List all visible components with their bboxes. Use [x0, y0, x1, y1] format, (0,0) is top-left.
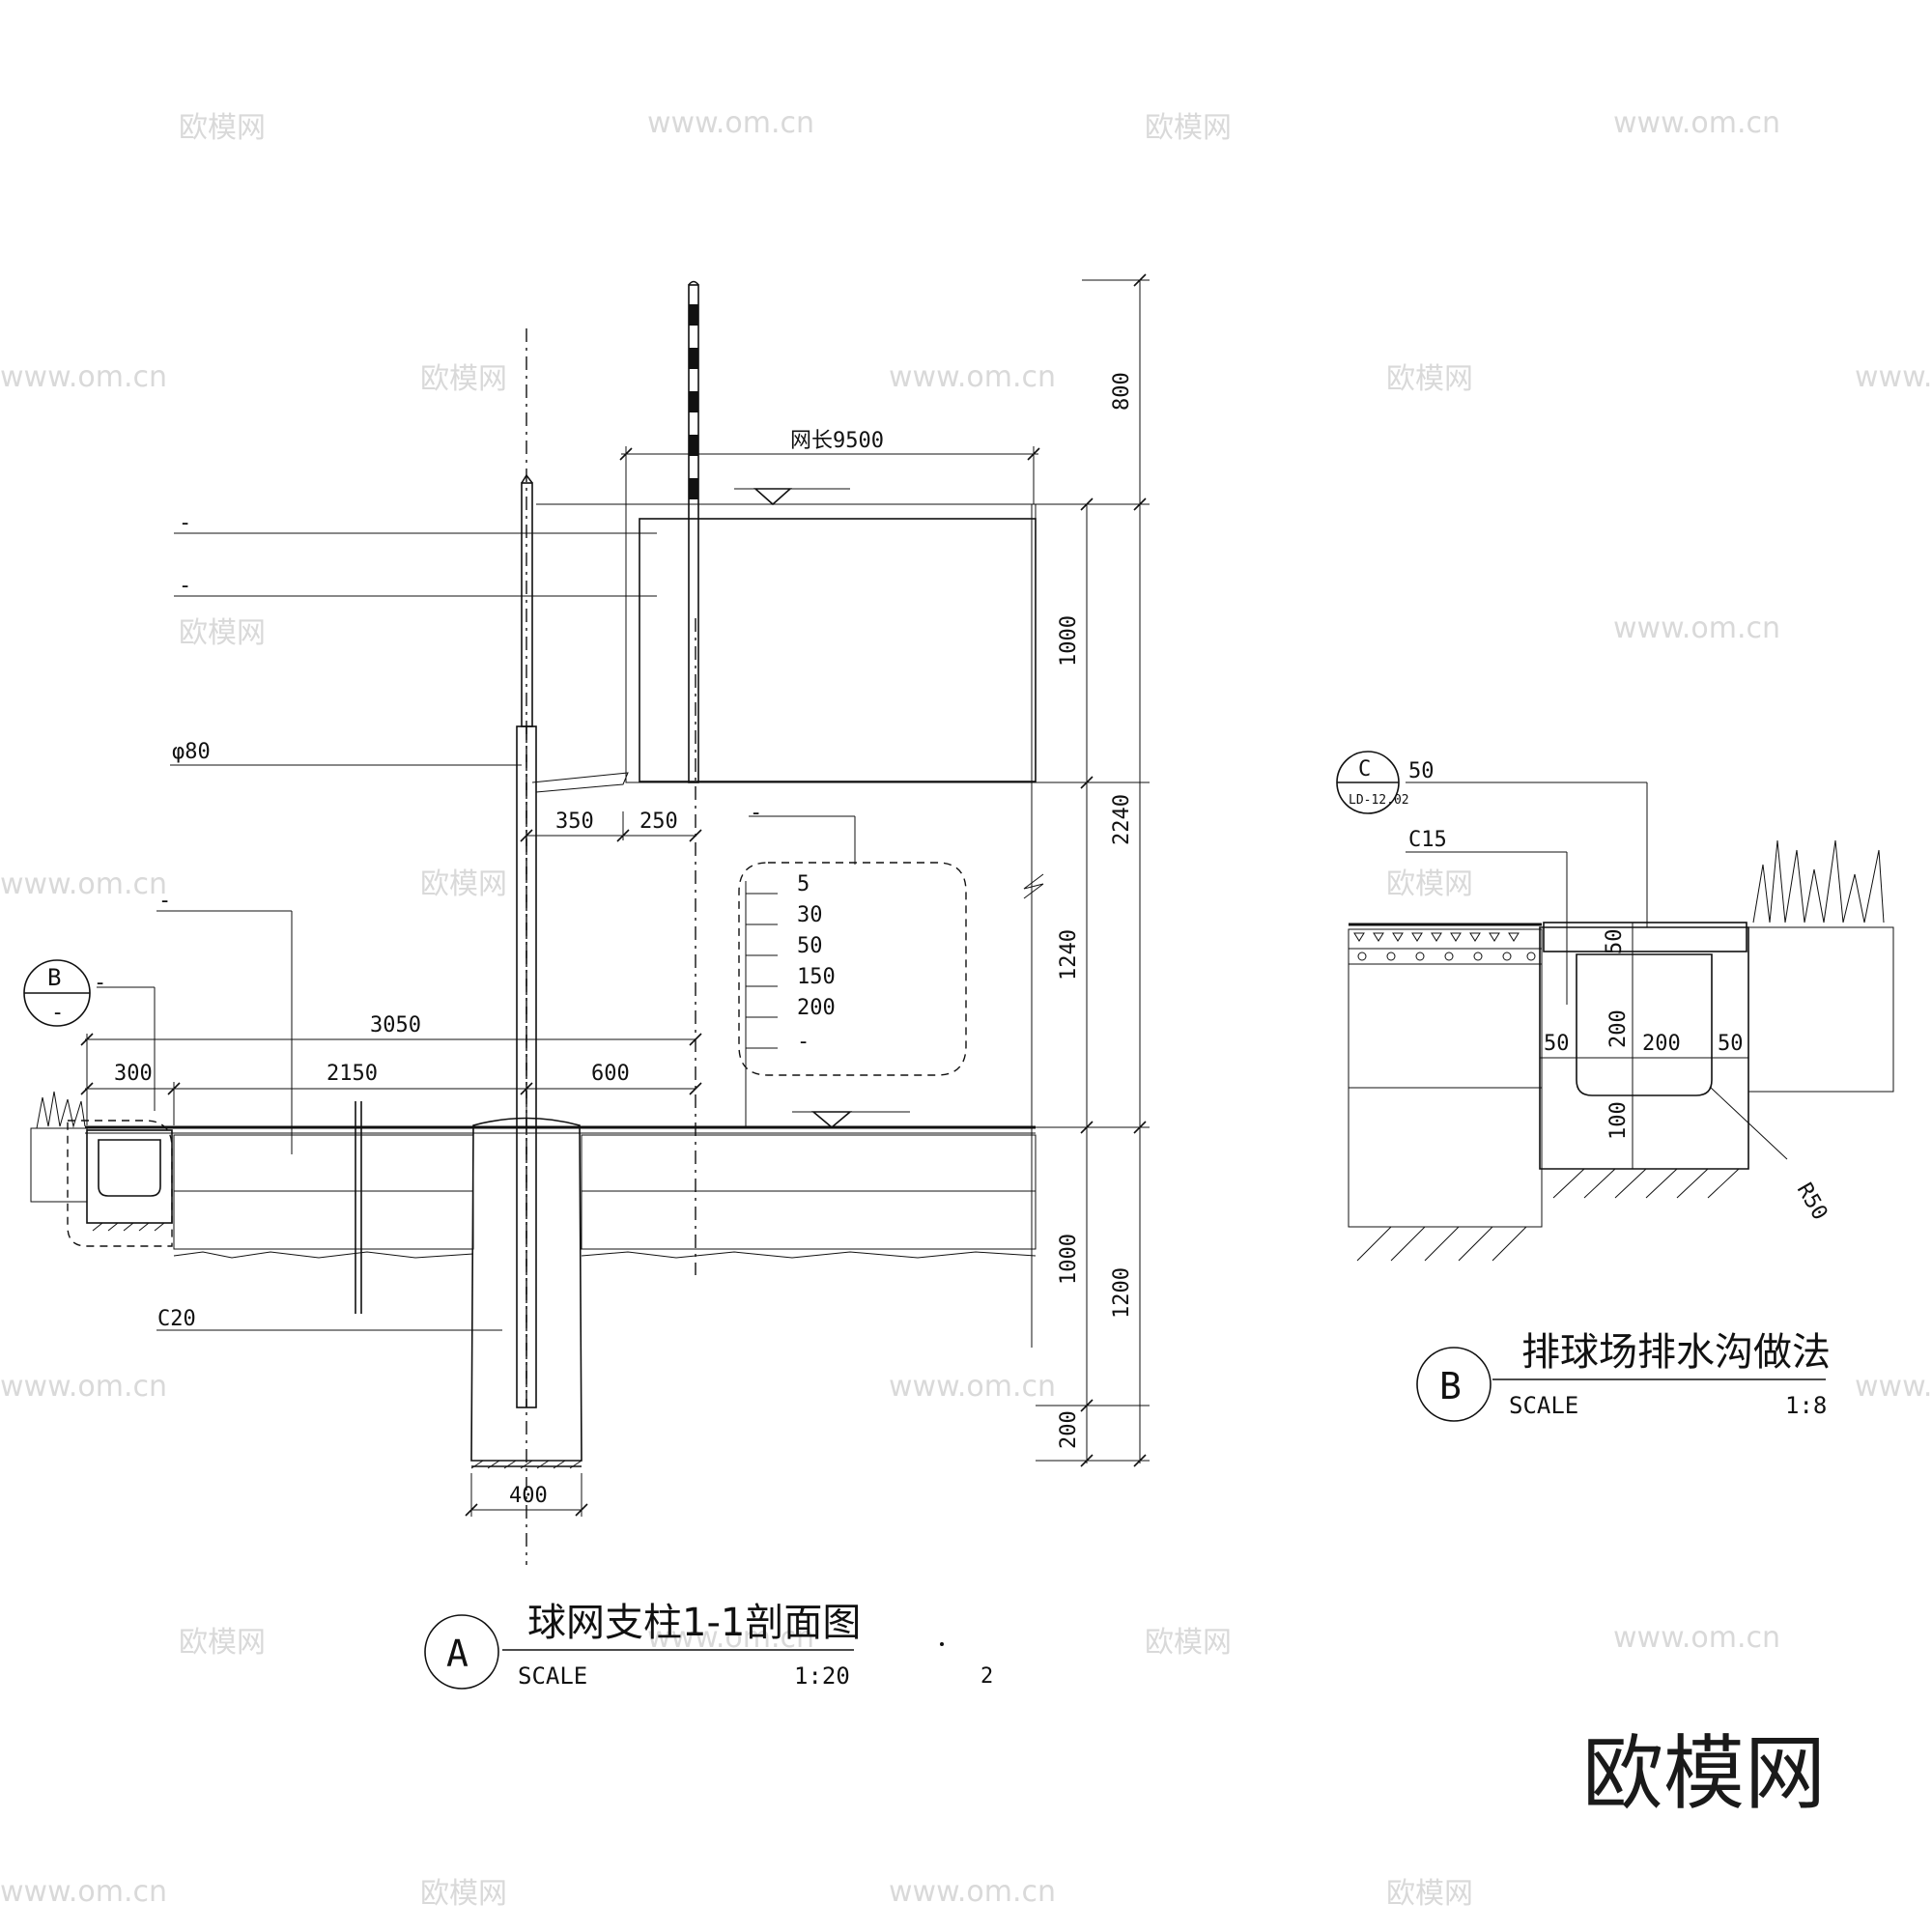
svg-text:-: -	[179, 511, 191, 535]
svg-text:www.om.cn: www.om.cn	[889, 360, 1056, 394]
svg-text:50: 50	[797, 934, 823, 958]
svg-text:www.om.cn: www.om.cn	[0, 1875, 167, 1909]
net-pole-upper	[521, 482, 533, 727]
svg-text:www.om.cn: www.om.cn	[0, 867, 167, 901]
svg-text:1000: 1000	[1057, 1234, 1081, 1285]
svg-text:R50: R50	[1792, 1179, 1833, 1225]
svg-text:www.om.cn: www.om.cn	[647, 1621, 814, 1655]
svg-text:www.om.cn: www.om.cn	[1613, 106, 1780, 140]
svg-text:欧模网: 欧模网	[1145, 111, 1232, 145]
svg-text:150: 150	[797, 965, 836, 989]
detail-a-marker	[424, 1614, 499, 1690]
detail-b-marker	[1416, 1347, 1492, 1422]
svg-text:-: -	[750, 801, 762, 825]
svg-text:www.om.cn: www.om.cn	[0, 1370, 167, 1404]
pole-foundation-c20	[470, 1117, 582, 1462]
svg-text:C15: C15	[1408, 828, 1447, 852]
svg-text:欧模网: 欧模网	[420, 867, 507, 901]
drain-cover	[1543, 922, 1747, 952]
svg-text:400: 400	[509, 1484, 548, 1508]
svg-text:1:20: 1:20	[794, 1662, 850, 1690]
svg-text:200: 200	[797, 996, 836, 1020]
svg-text:SCALE: SCALE	[518, 1662, 587, 1690]
svg-text:www.om.cn: www.om.cn	[0, 360, 167, 394]
svg-text:欧模网: 欧模网	[420, 362, 507, 396]
svg-text:A: A	[446, 1633, 469, 1675]
base-layer-hex-left	[173, 1134, 474, 1192]
svg-text:www.om.cn: www.om.cn	[1613, 611, 1780, 645]
svg-text:SCALE: SCALE	[1509, 1392, 1578, 1419]
svg-text:100: 100	[1606, 1101, 1631, 1140]
svg-text:欧模网: 欧模网	[1145, 1626, 1232, 1660]
svg-text:欧模网: 欧模网	[1386, 362, 1473, 396]
svg-text:www.om.cn: www.om.cn	[647, 106, 814, 140]
drain-base-rocks	[1348, 1087, 1543, 1228]
svg-text:350: 350	[555, 810, 594, 834]
svg-text:800: 800	[1110, 372, 1134, 411]
svg-text:www.om.cn: www.om.cn	[889, 1875, 1056, 1909]
svg-text:50: 50	[1544, 1032, 1570, 1056]
svg-text:1240: 1240	[1057, 929, 1081, 980]
svg-text:300: 300	[114, 1062, 153, 1086]
drain-base-hex	[1348, 963, 1543, 1089]
svg-text:www.om.cn: www.om.cn	[1613, 1621, 1780, 1655]
svg-text:欧模网: 欧模网	[420, 1877, 507, 1911]
svg-text:欧模网: 欧模网	[179, 1626, 266, 1660]
svg-text:200: 200	[1642, 1032, 1681, 1056]
gravel-layer-right	[581, 1190, 1037, 1250]
watermarks: 欧模网 www.om.cn 欧模网 www.om.cn www.om.cn 欧模…	[0, 106, 1932, 1911]
svg-text:30: 30	[797, 903, 823, 927]
svg-text:50: 50	[1718, 1032, 1744, 1056]
gravel-layer-left	[173, 1190, 474, 1250]
detail-b-section: 50 200 200 50 50 100 R50 50 C15 C LD-12.…	[1336, 751, 1894, 1422]
svg-text:B: B	[47, 964, 61, 991]
svg-text:5: 5	[797, 872, 810, 896]
svg-text:-: -	[94, 971, 106, 995]
detail-a-title: 球网支柱1-1剖面图	[527, 1601, 861, 1645]
svg-text:欧模网: 欧模网	[179, 616, 266, 650]
svg-text:50: 50	[1603, 929, 1627, 955]
svg-text:2150: 2150	[327, 1062, 378, 1086]
net-antenna	[688, 284, 699, 783]
svg-text:1200: 1200	[1110, 1267, 1134, 1319]
svg-text:1000: 1000	[1057, 615, 1081, 667]
svg-text:-: -	[179, 574, 191, 598]
svg-text:3050: 3050	[370, 1013, 421, 1037]
detail-b-title: 排球场排水沟做法	[1521, 1330, 1831, 1375]
svg-text:-: -	[797, 1030, 810, 1054]
svg-text:200: 200	[1057, 1410, 1081, 1449]
svg-text:www.om.cn: www.om.cn	[1855, 1370, 1932, 1404]
svg-text:欧模网: 欧模网	[1386, 1877, 1473, 1911]
svg-text:C: C	[1358, 757, 1371, 781]
svg-text:C20: C20	[157, 1307, 196, 1331]
drain-channel-c15	[1539, 926, 1749, 1170]
pole-diameter-label: φ80	[172, 740, 211, 764]
svg-text:200: 200	[1606, 1009, 1631, 1048]
svg-text:-: -	[51, 1001, 64, 1025]
svg-text:网长9500: 网长9500	[790, 429, 884, 453]
svg-text:250: 250	[639, 810, 678, 834]
svg-text:LD-12.02: LD-12.02	[1349, 793, 1409, 808]
svg-text:2: 2	[980, 1664, 993, 1689]
svg-text:-: -	[158, 889, 171, 913]
svg-text:1:8: 1:8	[1785, 1392, 1827, 1419]
brand-logo: 欧模网	[1582, 1726, 1826, 1821]
detail-a-section: 800 1000 2240 1240 1000 1200 200 网长9500 …	[23, 273, 1150, 1690]
svg-text:www.om.cn: www.om.cn	[1855, 360, 1932, 394]
base-layer-hex-right	[581, 1134, 1037, 1192]
svg-text:2240: 2240	[1110, 794, 1134, 845]
svg-text:欧模网: 欧模网	[179, 111, 266, 145]
svg-text:www.om.cn: www.om.cn	[889, 1370, 1056, 1404]
svg-text:欧模网: 欧模网	[1386, 867, 1473, 901]
svg-text:50: 50	[1408, 759, 1435, 783]
svg-text:B: B	[1439, 1365, 1462, 1407]
svg-text:600: 600	[591, 1062, 630, 1086]
